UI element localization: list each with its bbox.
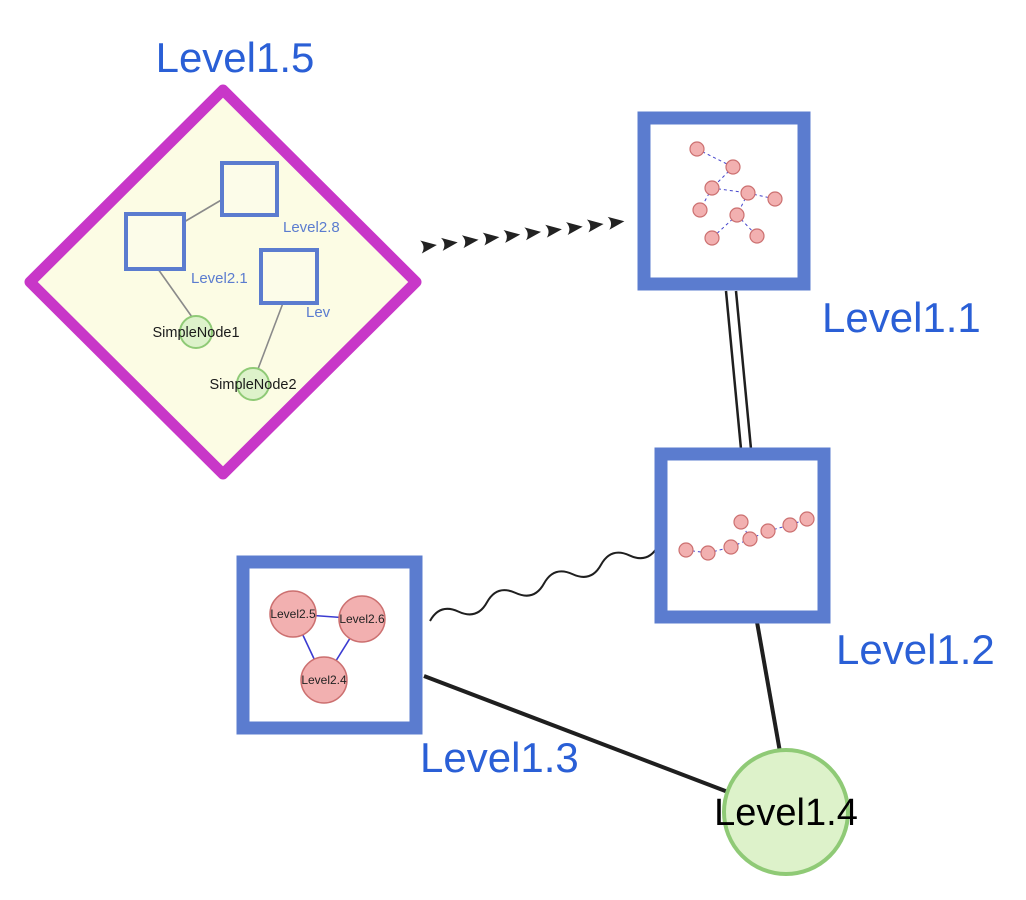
node-label-simplenode2: SimpleNode2 xyxy=(209,377,296,393)
mini-node[interactable] xyxy=(704,230,720,246)
mini-node[interactable] xyxy=(742,531,758,547)
node-simplenode1[interactable] xyxy=(179,315,213,349)
node-label-lev: Lev xyxy=(306,304,331,321)
node-level1-2-shape[interactable] xyxy=(654,447,831,624)
arrowhead-icon xyxy=(420,238,438,254)
edge-level1-1-level1-2[interactable] xyxy=(724,290,753,450)
node-level1-3[interactable]: Level2.5 Level2.6 Level2.4 xyxy=(236,555,423,735)
node-label-simplenode1: SimpleNode1 xyxy=(152,325,239,341)
node-level1-1-inner-graph xyxy=(689,141,783,246)
mini-node[interactable] xyxy=(689,141,705,157)
mini-node[interactable] xyxy=(767,191,783,207)
node-level1-4[interactable]: Level1.4 xyxy=(714,748,858,876)
mini-node[interactable] xyxy=(704,180,720,196)
edge-lev-simplenode2[interactable] xyxy=(257,302,284,370)
arrowhead-icon xyxy=(503,228,522,243)
node-label-level1-5: Level1.5 xyxy=(156,34,315,81)
node-label-level2-8: Level2.8 xyxy=(283,219,340,236)
node-label-level1-4: Level1.4 xyxy=(714,792,858,834)
node-level1-5-shape[interactable] xyxy=(24,84,422,480)
mini-node[interactable] xyxy=(692,202,708,218)
node-lev[interactable] xyxy=(259,248,319,305)
node-level1-2-inner-graph xyxy=(678,511,815,561)
mini-node[interactable] xyxy=(760,523,776,539)
node-level1-2[interactable] xyxy=(654,447,831,624)
node-level1-1-shape[interactable] xyxy=(637,111,811,291)
mini-node[interactable] xyxy=(749,228,765,244)
arrowhead-icon xyxy=(607,214,626,230)
node-level2-5[interactable] xyxy=(269,590,317,638)
edge-level2-1-simplenode1[interactable] xyxy=(157,268,193,318)
mini-node[interactable] xyxy=(678,542,694,558)
node-level1-3-shape[interactable] xyxy=(236,555,423,735)
arrowhead-icon xyxy=(524,225,542,241)
edge-level2-1-level2-8[interactable] xyxy=(183,198,224,223)
arrowhead-icon xyxy=(482,230,501,246)
node-level1-1[interactable] xyxy=(637,111,811,291)
mini-node[interactable] xyxy=(700,545,716,561)
mini-node[interactable] xyxy=(729,207,745,223)
node-label-level2-4: Level2.4 xyxy=(301,673,347,687)
mini-node[interactable] xyxy=(725,159,741,175)
node-level1-3-inner-graph: Level2.5 Level2.6 Level2.4 xyxy=(269,590,386,704)
node-level1-5[interactable]: Level2.8 Level2.1 Lev SimpleNode1 Simple… xyxy=(24,84,422,480)
node-label-level1-3: Level1.3 xyxy=(420,734,579,781)
mini-node[interactable] xyxy=(733,514,749,530)
node-label-level2-5: Level2.5 xyxy=(270,607,316,621)
arrowhead-icon xyxy=(566,220,584,236)
node-level2-1[interactable] xyxy=(124,212,186,271)
mini-node[interactable] xyxy=(740,185,756,201)
node-label-level2-6: Level2.6 xyxy=(339,612,385,626)
node-level2-8[interactable] xyxy=(220,161,279,217)
arrowhead-icon xyxy=(441,235,459,251)
edge-level1-3-level1-2[interactable] xyxy=(428,539,660,627)
arrowhead-icon xyxy=(461,233,480,249)
edge-level1-5-level1-1[interactable] xyxy=(420,214,626,254)
node-level2-4[interactable] xyxy=(300,656,348,704)
mini-node[interactable] xyxy=(723,539,739,555)
node-simplenode2[interactable] xyxy=(236,367,270,401)
node-label-level1-2: Level1.2 xyxy=(836,626,995,673)
node-label-level2-1: Level2.1 xyxy=(191,270,248,287)
mini-node[interactable] xyxy=(782,517,798,533)
edge-level1-3-level1-4[interactable] xyxy=(423,674,729,794)
node-label-level1-1: Level1.1 xyxy=(822,294,981,341)
arrowhead-icon xyxy=(586,217,605,233)
arrowhead-icon xyxy=(545,222,563,238)
node-level2-6[interactable] xyxy=(338,595,386,643)
edge-level1-2-level1-4[interactable] xyxy=(755,621,782,753)
mini-node[interactable] xyxy=(799,511,815,527)
node-level1-4-shape[interactable] xyxy=(722,748,850,876)
